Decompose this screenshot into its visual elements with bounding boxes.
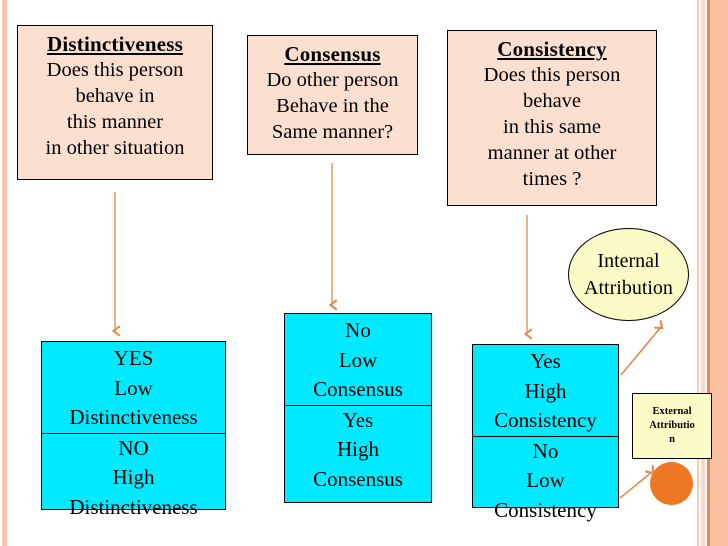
external-attribution-line: Attributio bbox=[649, 420, 695, 431]
answer-line: High bbox=[112, 465, 155, 489]
question-line: Same manner? bbox=[271, 121, 394, 143]
answer-line: YES bbox=[113, 346, 154, 370]
question-line: Behave in the bbox=[276, 95, 389, 117]
answer-line: Distinctiveness bbox=[69, 494, 198, 519]
question-line: Do other person bbox=[266, 69, 399, 91]
orange-circle-decoration bbox=[650, 462, 693, 505]
left-accent-stripe bbox=[2, 0, 7, 546]
right-accent-stripe-4 bbox=[710, 0, 728, 546]
question-line: Does this person bbox=[483, 64, 621, 86]
answer-half-bottom: Yes High Consensus bbox=[285, 406, 431, 495]
question-line: manner at other bbox=[487, 142, 617, 164]
answer-line: Yes bbox=[342, 407, 374, 432]
answer-line: Distinctiveness bbox=[69, 405, 198, 429]
answer-box-consensus: No Low Consensus Yes High Consensus bbox=[284, 313, 432, 503]
right-accent-stripe-1 bbox=[697, 0, 699, 546]
question-box-consensus: Consensus Do other person Behave in the … bbox=[247, 35, 418, 155]
answer-line: Low bbox=[526, 468, 565, 492]
question-line: times ? bbox=[522, 168, 582, 190]
answer-box-consistency: Yes High Consistency No Low Consistency bbox=[472, 344, 619, 522]
question-line: behave in bbox=[75, 85, 155, 107]
answer-line: High bbox=[524, 378, 567, 403]
question-box-distinctiveness: Distinctiveness Does this person behave … bbox=[17, 25, 213, 180]
answer-half-top: Yes High Consistency bbox=[473, 347, 618, 437]
question-box-consistency: Consistency Does this person behave in t… bbox=[447, 30, 657, 206]
answer-half-top: No Low Consensus bbox=[285, 316, 431, 406]
question-title: Distinctiveness bbox=[47, 32, 183, 56]
right-accent-stripe-3 bbox=[707, 0, 710, 546]
question-line: this manner bbox=[66, 111, 164, 133]
right-accent-stripe-2 bbox=[701, 0, 705, 546]
external-attribution-line: External bbox=[652, 406, 692, 417]
answer-line: High bbox=[337, 437, 379, 461]
internal-attribution-ellipse: Internal Attribution bbox=[568, 228, 689, 321]
answer-line: No bbox=[345, 318, 371, 342]
internal-attribution-line: Attribution bbox=[584, 276, 673, 299]
answer-half-top: YES Low Distinctiveness bbox=[42, 344, 225, 434]
question-line: in other situation bbox=[45, 137, 185, 159]
answer-line: Low bbox=[338, 347, 378, 372]
answer-line: Consistency bbox=[494, 497, 597, 522]
answer-line: Low bbox=[114, 375, 153, 400]
external-attribution-line: n bbox=[669, 434, 675, 445]
arrow-to-internal-attribution bbox=[620, 319, 664, 376]
answer-line: NO bbox=[118, 435, 149, 460]
answer-line: Consistency bbox=[494, 408, 597, 432]
internal-attribution-line: Internal bbox=[597, 249, 660, 272]
question-title: Consensus bbox=[284, 42, 381, 66]
answer-line: Yes bbox=[530, 349, 561, 373]
arrow-to-external-attribution bbox=[619, 465, 655, 499]
answer-line: Consensus bbox=[313, 466, 403, 491]
answer-box-distinctiveness: YES Low Distinctiveness NO High Distinct… bbox=[41, 341, 226, 519]
external-attribution-box: External Attributio n bbox=[632, 393, 712, 459]
answer-line: Consensus bbox=[313, 377, 403, 401]
answer-half-bottom: NO High Distinctiveness bbox=[42, 434, 225, 523]
question-title: Consistency bbox=[497, 37, 607, 61]
answer-line: No bbox=[532, 438, 559, 463]
question-line: behave bbox=[522, 90, 582, 112]
question-line: in this same bbox=[503, 116, 601, 138]
question-line: Does this person bbox=[46, 59, 184, 81]
answer-half-bottom: No Low Consistency bbox=[473, 437, 618, 526]
